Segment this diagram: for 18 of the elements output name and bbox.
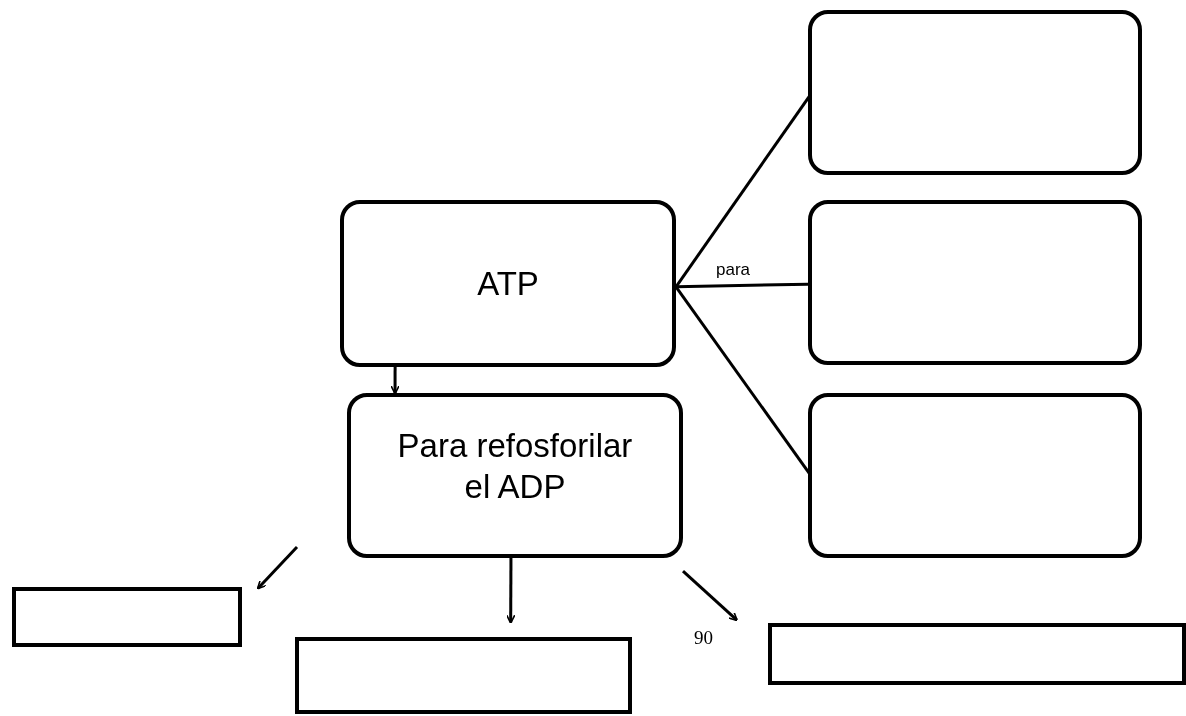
- arrow: [682, 570, 739, 622]
- process-box: [340, 200, 676, 367]
- connector-line: [674, 285, 811, 475]
- arrow: [505, 558, 516, 624]
- empty-box: [12, 587, 242, 647]
- connector-line: [674, 94, 811, 288]
- number-label: 90: [694, 627, 713, 649]
- process-box: [347, 393, 683, 558]
- arrow: [390, 367, 400, 395]
- connector-line: [675, 282, 809, 289]
- empty-box: [808, 200, 1142, 365]
- box-text: ATP: [477, 263, 539, 304]
- box-text: Para refosforilar el ADP: [396, 426, 634, 508]
- empty-box: [295, 637, 632, 714]
- empty-box: [768, 623, 1186, 685]
- empty-box: [808, 10, 1142, 175]
- empty-box: [808, 393, 1142, 558]
- arrow: [256, 545, 299, 590]
